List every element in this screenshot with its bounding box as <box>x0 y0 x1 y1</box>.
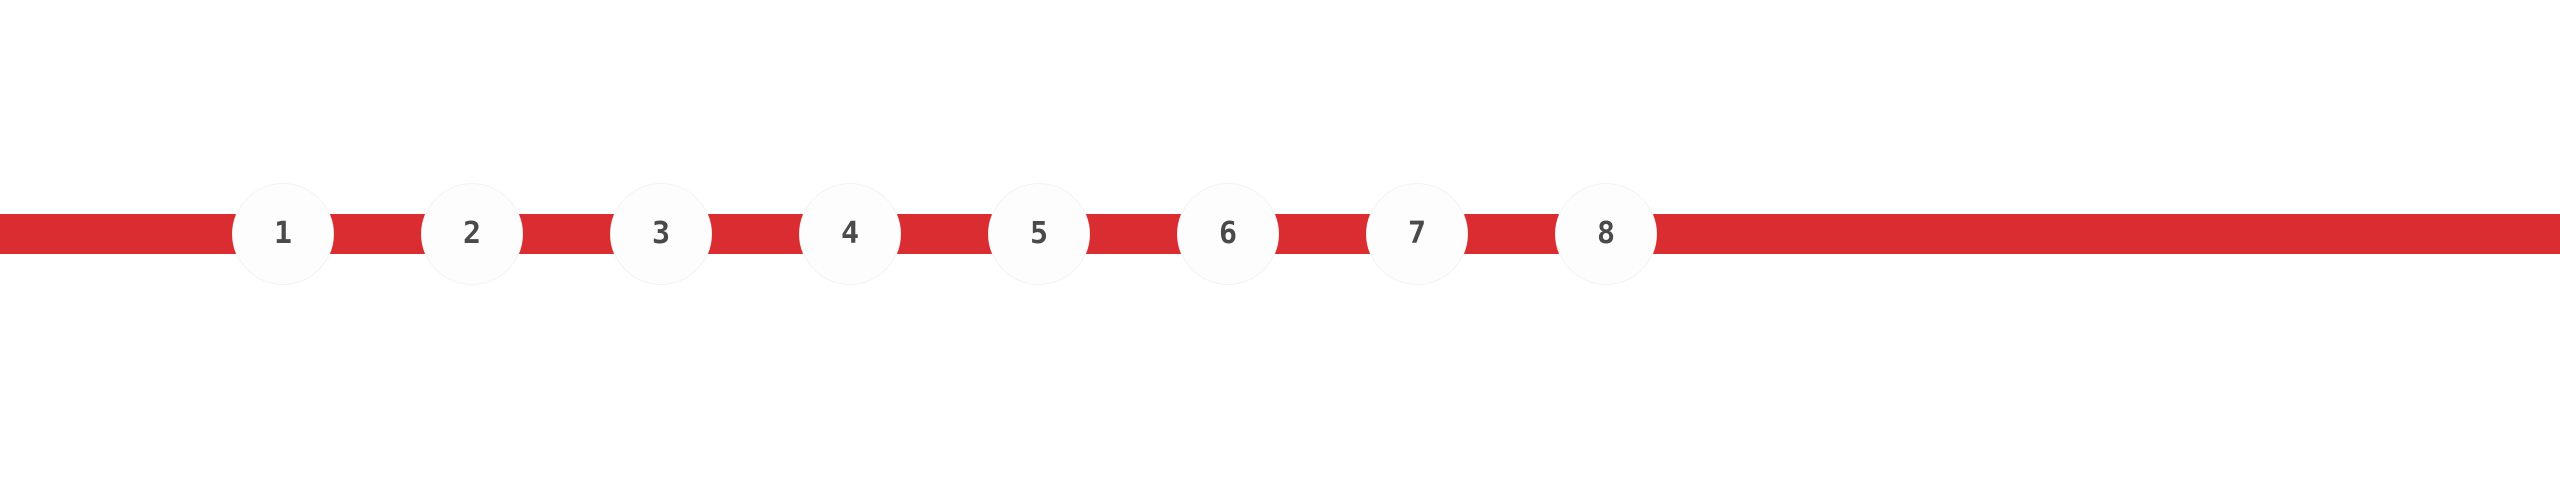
step-node-8: 8 <box>1556 184 1656 284</box>
step-node-1: 1 <box>233 184 333 284</box>
timeline-track <box>0 214 2560 254</box>
step-number: 1 <box>273 216 293 251</box>
step-number: 4 <box>840 216 860 251</box>
step-node-2: 2 <box>422 184 522 284</box>
step-node-7: 7 <box>1367 184 1467 284</box>
step-node-6: 6 <box>1178 184 1278 284</box>
step-node-3: 3 <box>611 184 711 284</box>
step-number: 6 <box>1218 216 1238 251</box>
step-number: 5 <box>1029 216 1049 251</box>
step-number: 7 <box>1407 216 1427 251</box>
step-node-5: 5 <box>989 184 1089 284</box>
step-number: 3 <box>651 216 671 251</box>
step-number: 8 <box>1596 216 1616 251</box>
step-node-4: 4 <box>800 184 900 284</box>
step-number: 2 <box>462 216 482 251</box>
